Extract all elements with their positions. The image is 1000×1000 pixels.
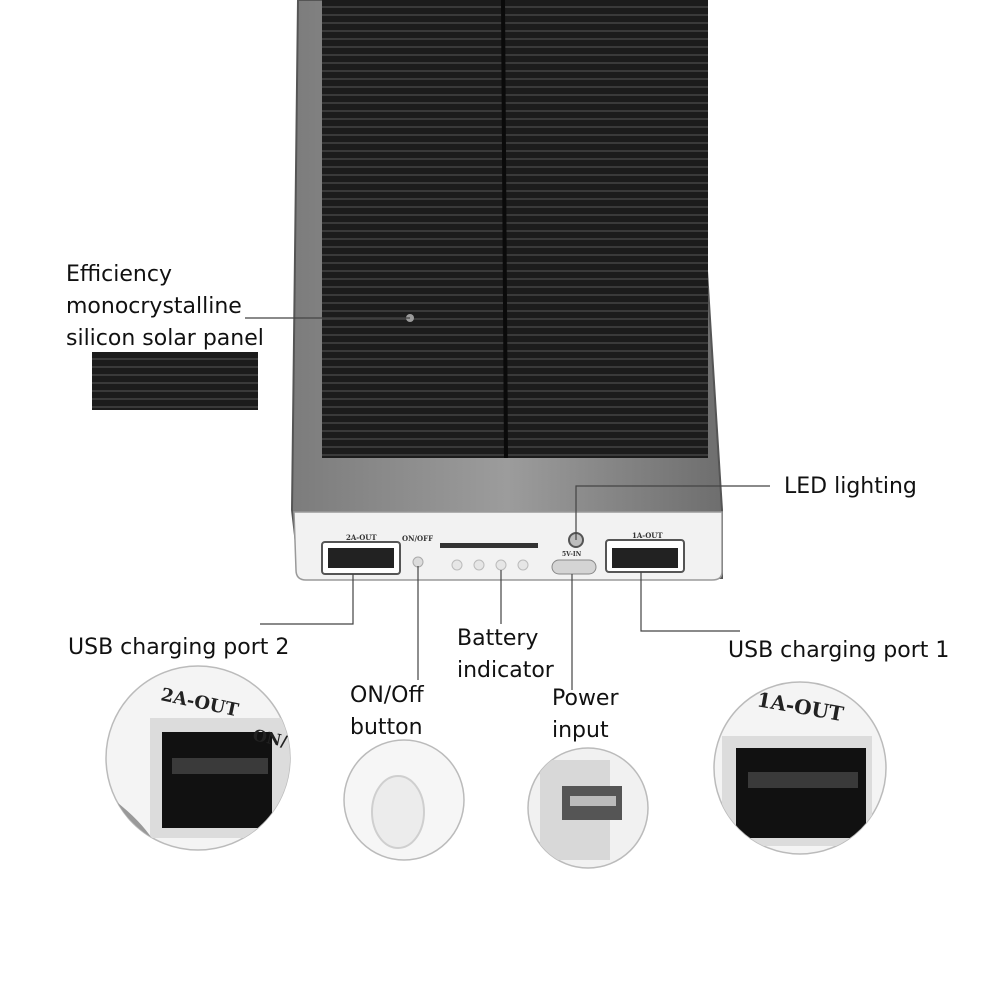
label-solar-panel-line3: silicon solar panel — [66, 326, 264, 351]
label-led-lighting: LED lighting — [784, 474, 917, 499]
label-on-off-button-line1: ON/Off — [350, 683, 424, 708]
battery-indicator — [440, 543, 538, 571]
zoom-on-off-button — [343, 739, 465, 861]
zoom-usb-port-1 — [713, 681, 887, 855]
leader-lines — [245, 317, 770, 690]
power-bank — [290, 0, 723, 581]
solar-texture-swatch — [92, 352, 258, 410]
label-solar-panel-line1: Efficiency — [66, 262, 172, 287]
power-input-port — [551, 559, 597, 575]
marking-1a-out: 1A-OUT — [632, 531, 663, 540]
on-off-button — [412, 556, 424, 568]
marking-on-off: ON/OFF — [402, 534, 433, 543]
label-power-input: Power input — [552, 683, 619, 747]
zoom-power-input — [527, 747, 649, 869]
label-power-input-line2: input — [552, 718, 609, 743]
label-usb-port-2: USB charging port 2 — [68, 635, 290, 660]
label-on-off-button: ON/Off button — [350, 680, 424, 744]
zoom-usb-port-2 — [105, 665, 291, 851]
label-battery-indicator-line2: indicator — [457, 658, 554, 683]
label-battery-indicator-line1: Battery — [457, 626, 539, 651]
label-power-input-line1: Power — [552, 686, 619, 711]
marking-2a-out: 2A-OUT — [346, 533, 377, 542]
label-battery-indicator: Battery indicator — [457, 623, 554, 687]
label-solar-panel: Efficiency monocrystalline silicon solar… — [66, 259, 264, 355]
label-usb-port-1: USB charging port 1 — [728, 638, 950, 663]
label-solar-panel-line2: monocrystalline — [66, 294, 242, 319]
solar-panel — [322, 0, 708, 458]
marking-5v-in: 5V-IN — [562, 551, 582, 558]
label-on-off-button-line2: button — [350, 715, 423, 740]
